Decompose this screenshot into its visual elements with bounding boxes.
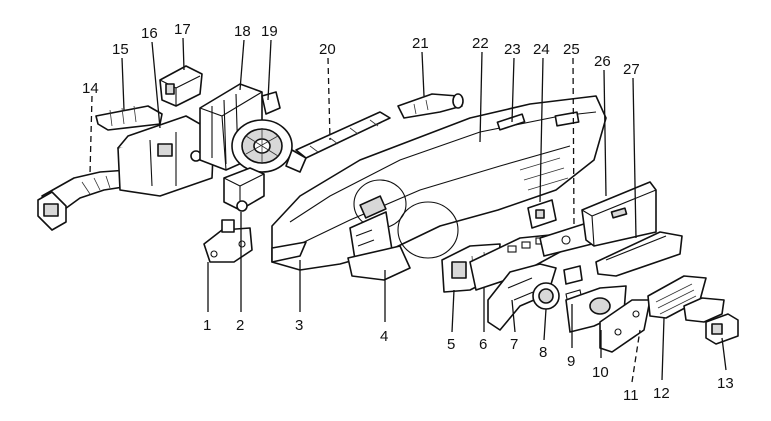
part-24-switch — [527, 199, 557, 229]
callout-7: 7 — [510, 336, 518, 353]
part-1-bracket — [203, 219, 253, 263]
part-3-side-trim — [271, 241, 307, 263]
callout-12: 12 — [653, 385, 670, 402]
callout-1: 1 — [203, 317, 211, 334]
part-21-duct — [397, 93, 464, 119]
callout-16: 16 — [141, 25, 158, 42]
callout-4: 4 — [380, 328, 388, 345]
callout-2: 2 — [236, 317, 244, 334]
part-20-defroster-nozzle — [295, 111, 391, 159]
part-4-lower-panel — [347, 245, 411, 281]
callout-labels: 1 2 3 4 5 6 7 8 9 10 11 12 13 14 15 16 1… — [82, 21, 734, 404]
callout-22: 22 — [472, 35, 489, 52]
part-8-knob — [532, 282, 560, 310]
part-2-duct-adaptor — [223, 167, 265, 212]
callout-11: 11 — [623, 387, 639, 404]
part-11-lower-cover — [599, 299, 651, 353]
callout-18: 18 — [234, 23, 251, 40]
callout-23: 23 — [504, 41, 521, 58]
callout-8: 8 — [539, 344, 547, 361]
callout-14: 14 — [82, 80, 99, 97]
part-27-glove-box-door — [595, 231, 683, 277]
part-19-blower-fan — [231, 91, 307, 173]
callout-13: 13 — [717, 375, 734, 392]
callout-20: 20 — [319, 41, 336, 58]
part-14-side-defroster-duct — [37, 169, 131, 231]
callout-10: 10 — [592, 364, 609, 381]
callout-9: 9 — [567, 353, 575, 370]
callout-25: 25 — [563, 41, 580, 58]
part-15-duct — [95, 105, 163, 131]
leader-lines — [89, 37, 727, 383]
callout-3: 3 — [295, 317, 303, 334]
callout-17: 17 — [174, 21, 191, 38]
callout-27: 27 — [623, 61, 640, 78]
callout-15: 15 — [112, 41, 129, 58]
part-26-glove-box — [581, 181, 657, 247]
callout-5: 5 — [447, 336, 455, 353]
part-13-side-vent — [683, 297, 739, 345]
part-17-resistor-box — [159, 65, 203, 107]
callout-19: 19 — [261, 23, 278, 40]
callout-6: 6 — [479, 336, 487, 353]
callout-24: 24 — [533, 41, 550, 58]
part-22-instrument-panel — [271, 95, 607, 271]
part-16-heater-unit — [117, 115, 215, 197]
callout-21: 21 — [412, 35, 429, 52]
callout-26: 26 — [594, 53, 611, 70]
